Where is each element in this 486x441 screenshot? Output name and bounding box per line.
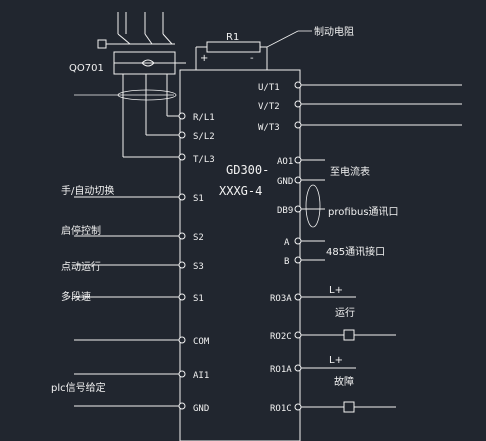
right-terminal-a: A <box>284 237 325 248</box>
left-terminal-2: S/L2 <box>178 131 215 142</box>
svg-text:V/T2: V/T2 <box>258 102 280 112</box>
svg-text:启停控制: 启停控制 <box>61 224 101 237</box>
svg-text:A: A <box>284 238 290 248</box>
left-terminal-10: GND plc信号给定 <box>51 381 209 414</box>
left-terminal-9: AI1 <box>74 370 209 381</box>
right-terminal-ro2c: RO2C 运行 <box>270 306 396 342</box>
svg-text:S2: S2 <box>193 233 204 243</box>
svg-text:RO1C: RO1C <box>270 404 292 414</box>
svg-text:多段速: 多段速 <box>61 290 91 303</box>
right-terminal-db9: DB9 profibus通讯口 <box>277 184 399 228</box>
svg-text:profibus通讯口: profibus通讯口 <box>328 206 399 218</box>
drive-model-line2: XXXG-4 <box>219 184 262 198</box>
svg-text:T/L3: T/L3 <box>193 155 215 165</box>
svg-text:W/T3: W/T3 <box>258 123 280 133</box>
svg-text:L+: L+ <box>329 285 343 296</box>
svg-text:COM: COM <box>193 337 210 347</box>
svg-text:485通讯接口: 485通讯接口 <box>326 245 385 258</box>
drive-body <box>179 69 301 441</box>
braking-resistor <box>195 30 312 70</box>
svg-text:RO3A: RO3A <box>270 294 292 304</box>
right-terminal-ro3a: RO3A L+ <box>270 285 356 304</box>
left-terminal-3: T/L3 <box>178 153 215 165</box>
svg-text:S1: S1 <box>193 294 204 304</box>
svg-text:U/T1: U/T1 <box>258 83 280 93</box>
svg-text:GND: GND <box>277 177 293 187</box>
right-terminal-ro1c: RO1C 故障 <box>270 375 396 414</box>
left-terminal-7: S1 多段速 <box>61 290 204 304</box>
svg-text:S3: S3 <box>193 262 204 272</box>
svg-text:AO1: AO1 <box>277 157 293 167</box>
right-terminal-v: V/T2 <box>258 100 462 112</box>
resistor-minus: - <box>250 53 254 64</box>
right-terminal-b: B 485通讯接口 <box>284 245 385 267</box>
svg-text:S1: S1 <box>193 194 204 204</box>
drive-model-line1: GD300- <box>226 163 269 177</box>
svg-text:故障: 故障 <box>334 375 354 388</box>
resistor-label: R1 <box>226 32 239 43</box>
svg-text:plc信号给定: plc信号给定 <box>51 381 106 394</box>
left-terminal-4: S1 手/自动切换 <box>61 184 204 204</box>
resistor-plus: + <box>200 53 208 64</box>
svg-text:RO1A: RO1A <box>270 365 292 375</box>
svg-text:L+: L+ <box>329 355 343 366</box>
svg-text:S/L2: S/L2 <box>193 132 215 142</box>
svg-text:运行: 运行 <box>335 306 355 319</box>
left-terminal-6: S3 点动运行 <box>61 260 204 273</box>
svg-text:R/L1: R/L1 <box>193 113 215 123</box>
right-terminal-w: W/T3 <box>258 121 462 133</box>
right-terminal-ro1a: RO1A L+ <box>270 355 356 375</box>
svg-text:RO2C: RO2C <box>270 332 292 342</box>
svg-text:手/自动切换: 手/自动切换 <box>61 184 114 197</box>
svg-text:至电流表: 至电流表 <box>330 165 370 178</box>
left-terminal-8: COM <box>74 336 210 347</box>
svg-text:AI1: AI1 <box>193 371 209 381</box>
svg-text:GND: GND <box>193 404 209 414</box>
breaker-qo701 <box>97 12 186 157</box>
right-terminal-u: U/T1 <box>258 81 462 93</box>
right-terminal-gnd: GND <box>277 176 325 187</box>
svg-text:B: B <box>284 257 289 267</box>
left-terminal-5: S2 启停控制 <box>61 224 204 243</box>
svg-text:点动运行: 点动运行 <box>61 260 101 273</box>
svg-text:DB9: DB9 <box>277 206 293 216</box>
left-terminal-1: R/L1 <box>178 112 215 123</box>
resistor-note: 制动电阻 <box>314 25 354 38</box>
breaker-label: QO701 <box>69 63 104 74</box>
right-terminal-ao1: AO1 至电流表 <box>277 156 370 178</box>
